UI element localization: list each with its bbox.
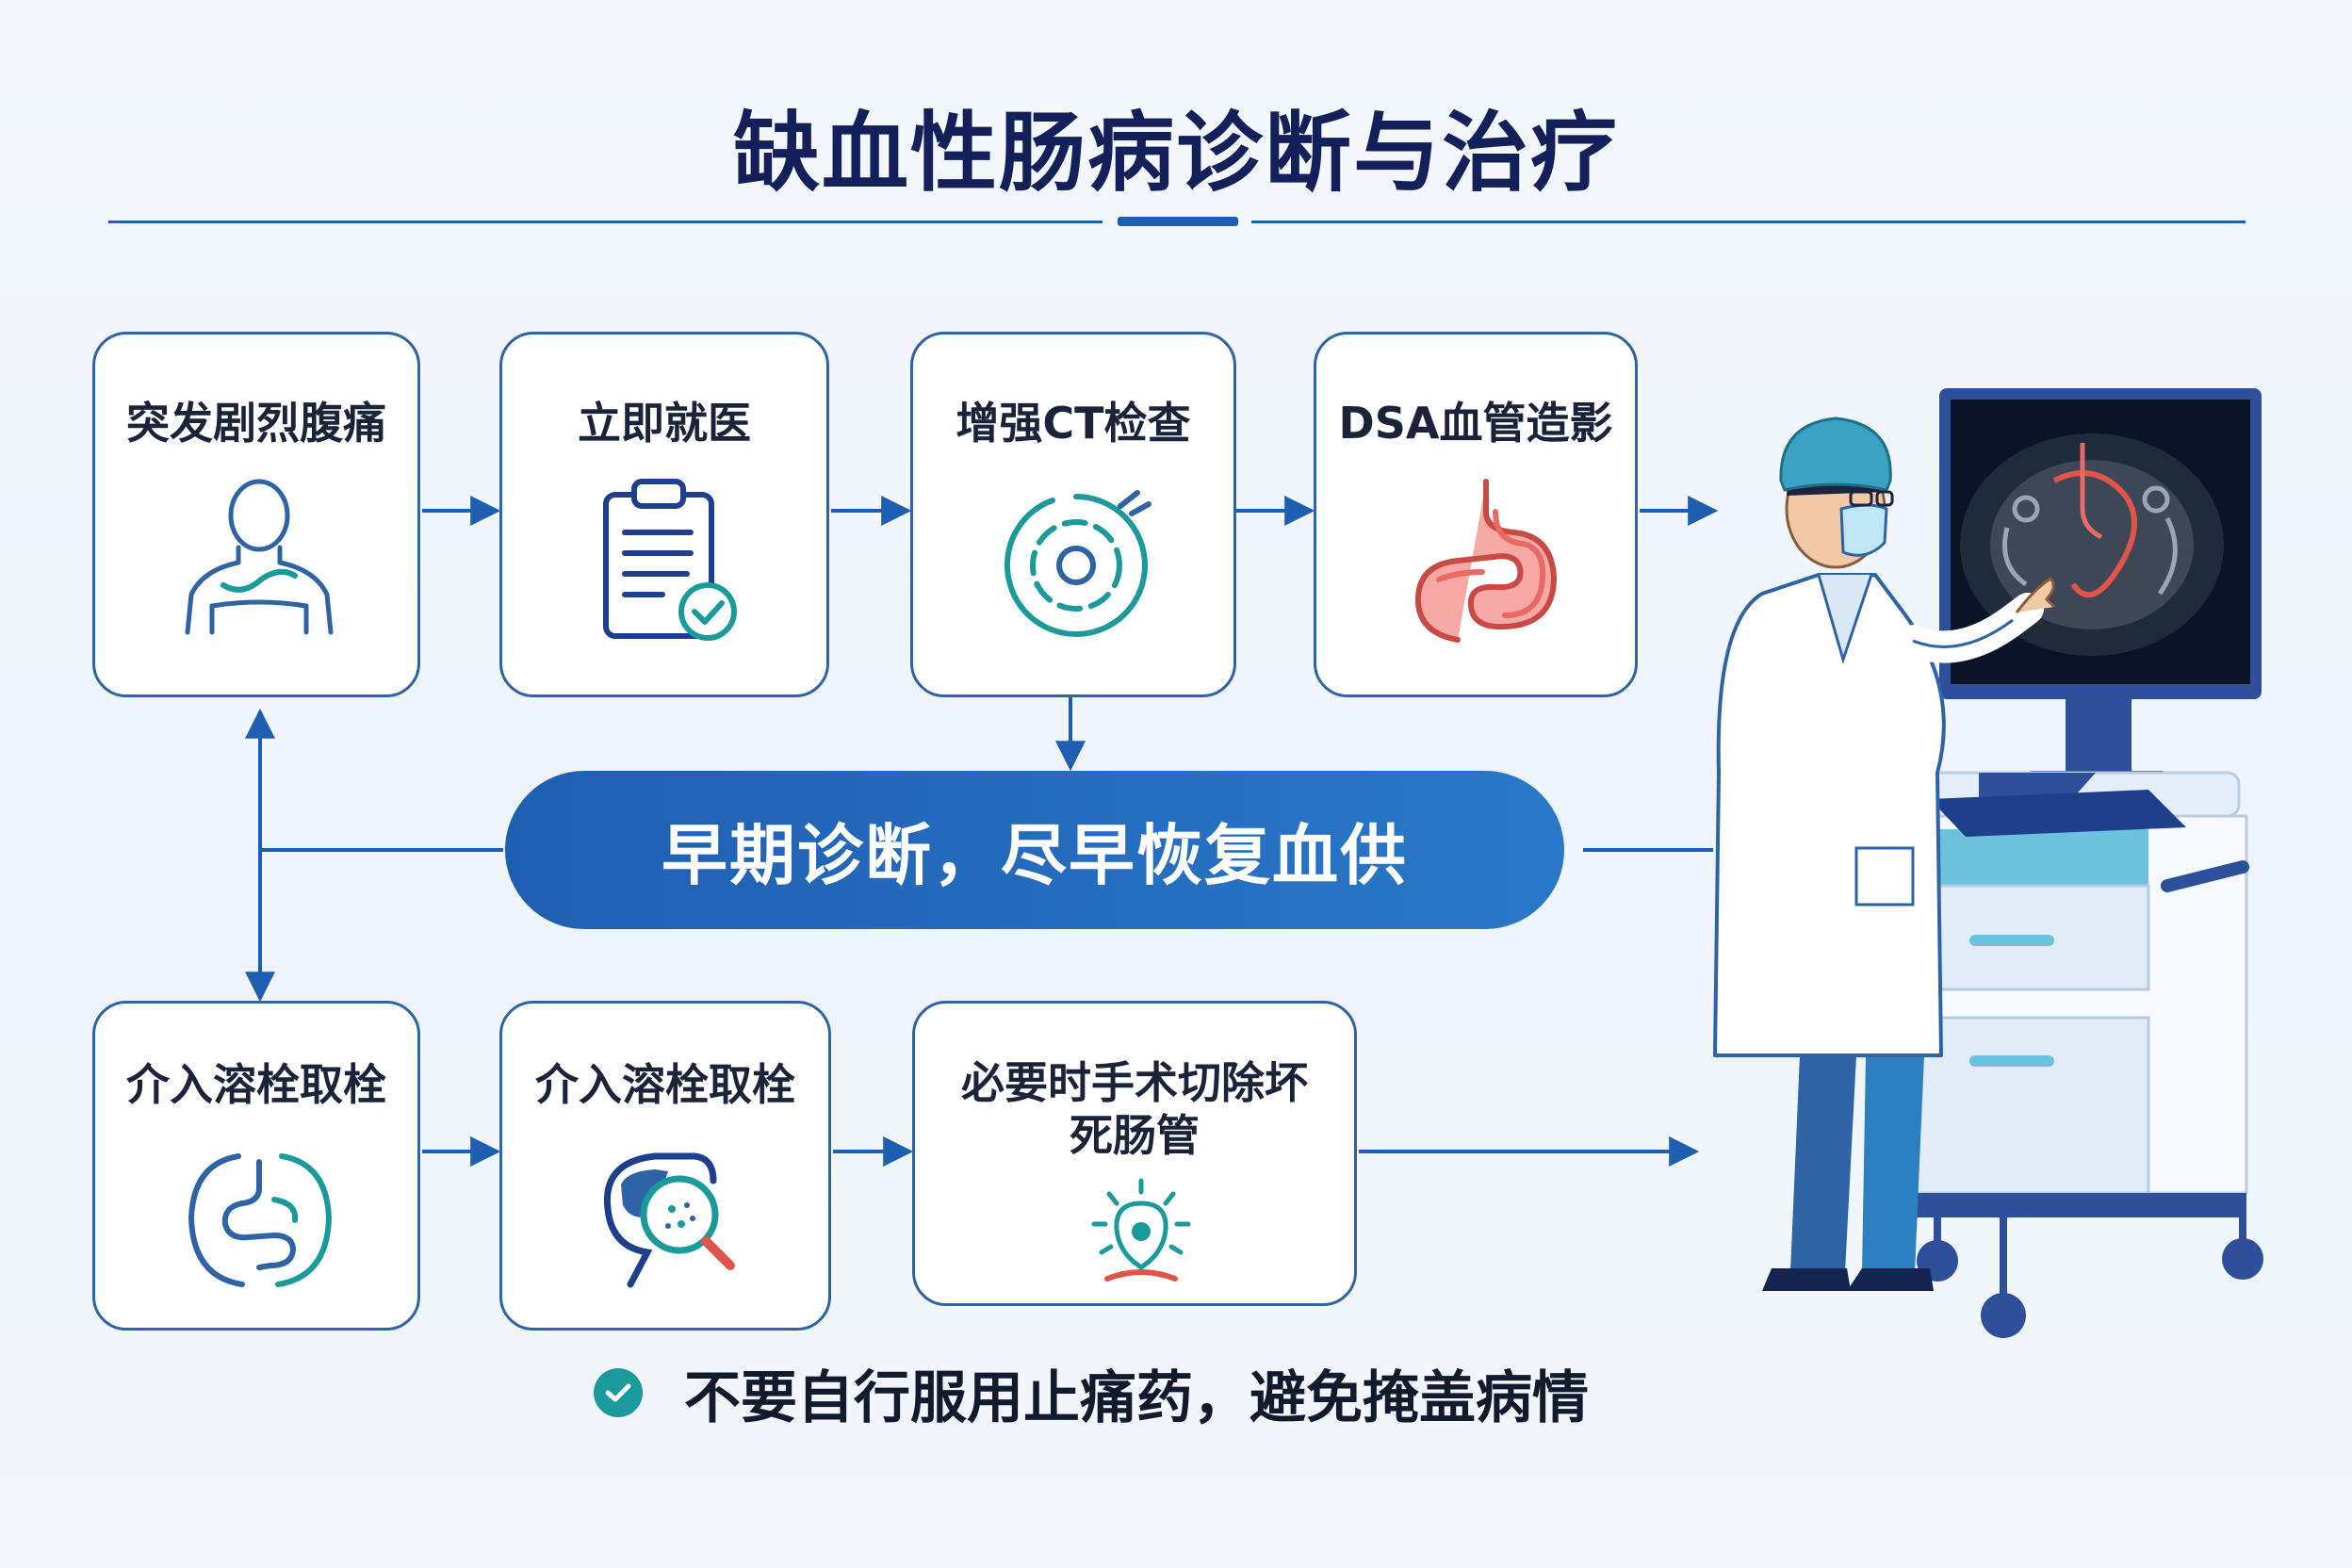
person-abdomen-icon bbox=[185, 479, 334, 635]
title-divider-right bbox=[1251, 220, 2246, 223]
step-label: 增强CT检查 bbox=[956, 398, 1191, 449]
intestine-outline-icon bbox=[188, 1153, 332, 1287]
stomach-magnifier-icon bbox=[603, 1152, 735, 1288]
ct-scan-icon bbox=[1004, 490, 1152, 637]
check-icon bbox=[594, 1368, 643, 1417]
medical-cart-icon bbox=[1905, 771, 2263, 1338]
warning-note: 不要自行服用止痛药，避免掩盖病情 bbox=[594, 1355, 1589, 1431]
keyboard-icon bbox=[1930, 790, 2186, 837]
intestine-icon bbox=[1414, 479, 1557, 643]
step-box-sudden-pain: 突发剧烈腹痛 bbox=[92, 332, 420, 697]
treatment-label: 介入溶栓取栓 bbox=[126, 1059, 386, 1110]
treatment-label: 必要时手术切除坏 bbox=[961, 1057, 1308, 1108]
warning-note-text: 不要自行服用止痛药，避免掩盖病情 bbox=[684, 1364, 1589, 1431]
step-box-seek-care: 立即就医 bbox=[499, 332, 829, 697]
treatment-box-thrombolysis-1: 介入溶栓取栓 bbox=[92, 1001, 420, 1331]
page-title: 缺血性肠病诊断与治疗 bbox=[732, 103, 1619, 204]
treatment-label: 介入溶栓取栓 bbox=[535, 1059, 795, 1110]
surgery-lamp-icon bbox=[1091, 1178, 1191, 1282]
doctor-icon bbox=[1713, 416, 2056, 1291]
title-divider-left bbox=[108, 220, 1102, 223]
step-box-ct-exam: 增强CT检查 bbox=[910, 332, 1236, 697]
step-label: 突发剧烈腹痛 bbox=[126, 398, 386, 449]
monitor-icon bbox=[1939, 388, 2262, 790]
treatment-label: 死肠管 bbox=[1070, 1110, 1200, 1161]
doctor-workstation-illustration bbox=[1713, 388, 2263, 1338]
step-label: 立即就医 bbox=[578, 398, 751, 449]
clipboard-check-icon bbox=[603, 479, 737, 641]
step-box-dsa: DSA血管造影 bbox=[1314, 332, 1638, 697]
treatment-box-surgery: 必要时手术切除坏 死肠管 bbox=[912, 1001, 1357, 1306]
step-label: DSA血管造影 bbox=[1338, 398, 1613, 449]
center-message-text: 早期诊断，尽早恢复血供 bbox=[662, 816, 1408, 894]
center-message-pill: 早期诊断，尽早恢复血供 bbox=[505, 771, 1564, 929]
treatment-box-thrombolysis-2: 介入溶栓取栓 bbox=[499, 1001, 831, 1331]
title-divider-accent bbox=[1118, 217, 1238, 226]
